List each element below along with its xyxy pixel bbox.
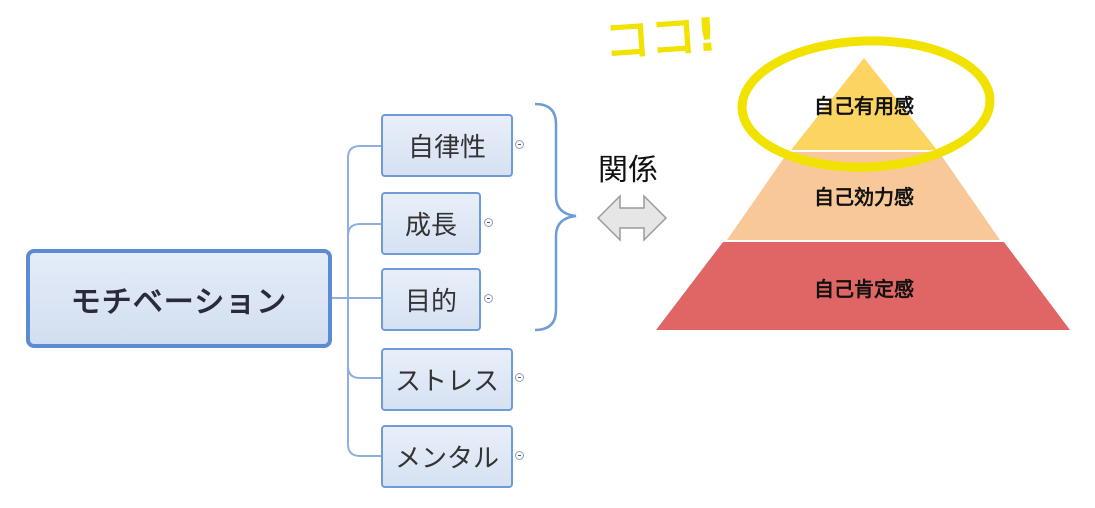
curly-brace xyxy=(534,102,577,332)
mindmap-node-label: メンタル xyxy=(394,444,499,474)
mindmap-node-mental[interactable]: メンタル xyxy=(381,425,513,488)
expand-node-icon[interactable] xyxy=(515,451,524,460)
mindmap-root-label: モチベーション xyxy=(70,284,288,320)
pyramid-level-bottom xyxy=(656,242,1070,330)
relation-label: 関係 xyxy=(598,153,658,188)
pyramid-level-top-label: 自己有用感 xyxy=(814,94,914,118)
annotation-text: ココ! xyxy=(602,7,719,69)
mindmap-root-node[interactable]: モチベーション xyxy=(26,249,332,348)
expand-node-icon[interactable] xyxy=(484,294,493,303)
mindmap-node-label: 目的 xyxy=(404,287,457,317)
expand-node-icon[interactable] xyxy=(515,373,524,382)
pyramid-level-middle-label: 自己効力感 xyxy=(814,185,914,209)
pyramid-level-middle xyxy=(727,152,1000,240)
mindmap-node-label: ストレス xyxy=(394,367,499,397)
expand-node-icon[interactable] xyxy=(515,140,524,149)
mindmap-node-label: 成長 xyxy=(404,211,457,241)
highlight-circle xyxy=(737,36,995,172)
expand-node-icon[interactable] xyxy=(484,218,493,227)
mindmap-node-label: 自律性 xyxy=(407,133,486,163)
mindmap-node-autonomy[interactable]: 自律性 xyxy=(381,114,513,177)
pyramid-level-top xyxy=(791,58,937,150)
mindmap-node-growth[interactable]: 成長 xyxy=(381,192,481,255)
mindmap-node-purpose[interactable]: 目的 xyxy=(381,268,481,331)
pyramid-level-bottom-label: 自己肯定感 xyxy=(814,277,914,301)
mindmap-node-stress[interactable]: ストレス xyxy=(381,348,513,411)
double-headed-arrow-icon xyxy=(596,194,668,242)
